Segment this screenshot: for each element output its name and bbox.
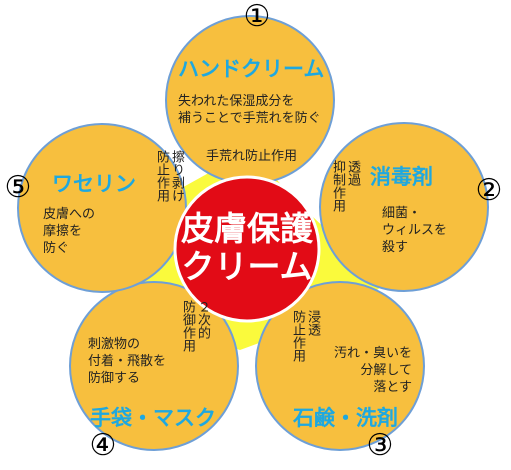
petal-4-title: 手袋・マスク bbox=[90, 406, 216, 430]
petal-2-title: 消毒剤 bbox=[370, 165, 433, 189]
petal-5-body: 皮膚への 摩擦を 防ぐ bbox=[43, 207, 96, 256]
petal-5-number: ⑤ bbox=[4, 170, 32, 205]
center-title: 皮膚保護 クリーム bbox=[181, 209, 313, 286]
petal-4-circle bbox=[69, 281, 239, 451]
petal-2-number: ② bbox=[475, 173, 503, 208]
petal-4-effect: ２次的 防御作用 bbox=[180, 300, 210, 352]
petal-2-effect: 透過 抑制作用 bbox=[330, 160, 360, 212]
petal-4-number: ④ bbox=[89, 428, 117, 463]
petal-5-effect: 擦り剥け 防止作用 bbox=[154, 150, 184, 202]
center-circle bbox=[173, 175, 321, 323]
petal-1-number: ① bbox=[243, 0, 271, 34]
petal-3-effect: 浸透 防止作用 bbox=[290, 310, 320, 362]
petal-4-body: 刺激物の 付着・飛散を 防御する bbox=[88, 337, 167, 386]
petal-3-title: 石鹸・洗剤 bbox=[293, 406, 398, 430]
petal-3-body: 汚れ・臭いを 分解して 落とす bbox=[333, 346, 412, 395]
petal-3-number: ③ bbox=[366, 428, 394, 463]
petal-3-circle bbox=[255, 281, 425, 451]
petal-1-body: 失われた保湿成分を 補うことで手荒れを防ぐ bbox=[178, 94, 321, 126]
petal-2-circle bbox=[319, 122, 489, 292]
petal-2-body: 細菌・ ウィルスを 殺す bbox=[382, 206, 448, 255]
petal-5-title: ワセリン bbox=[52, 172, 136, 196]
petal-1-effect: 手荒れ防止作用 bbox=[206, 149, 298, 164]
petal-1-title: ハンドクリーム bbox=[178, 57, 325, 81]
